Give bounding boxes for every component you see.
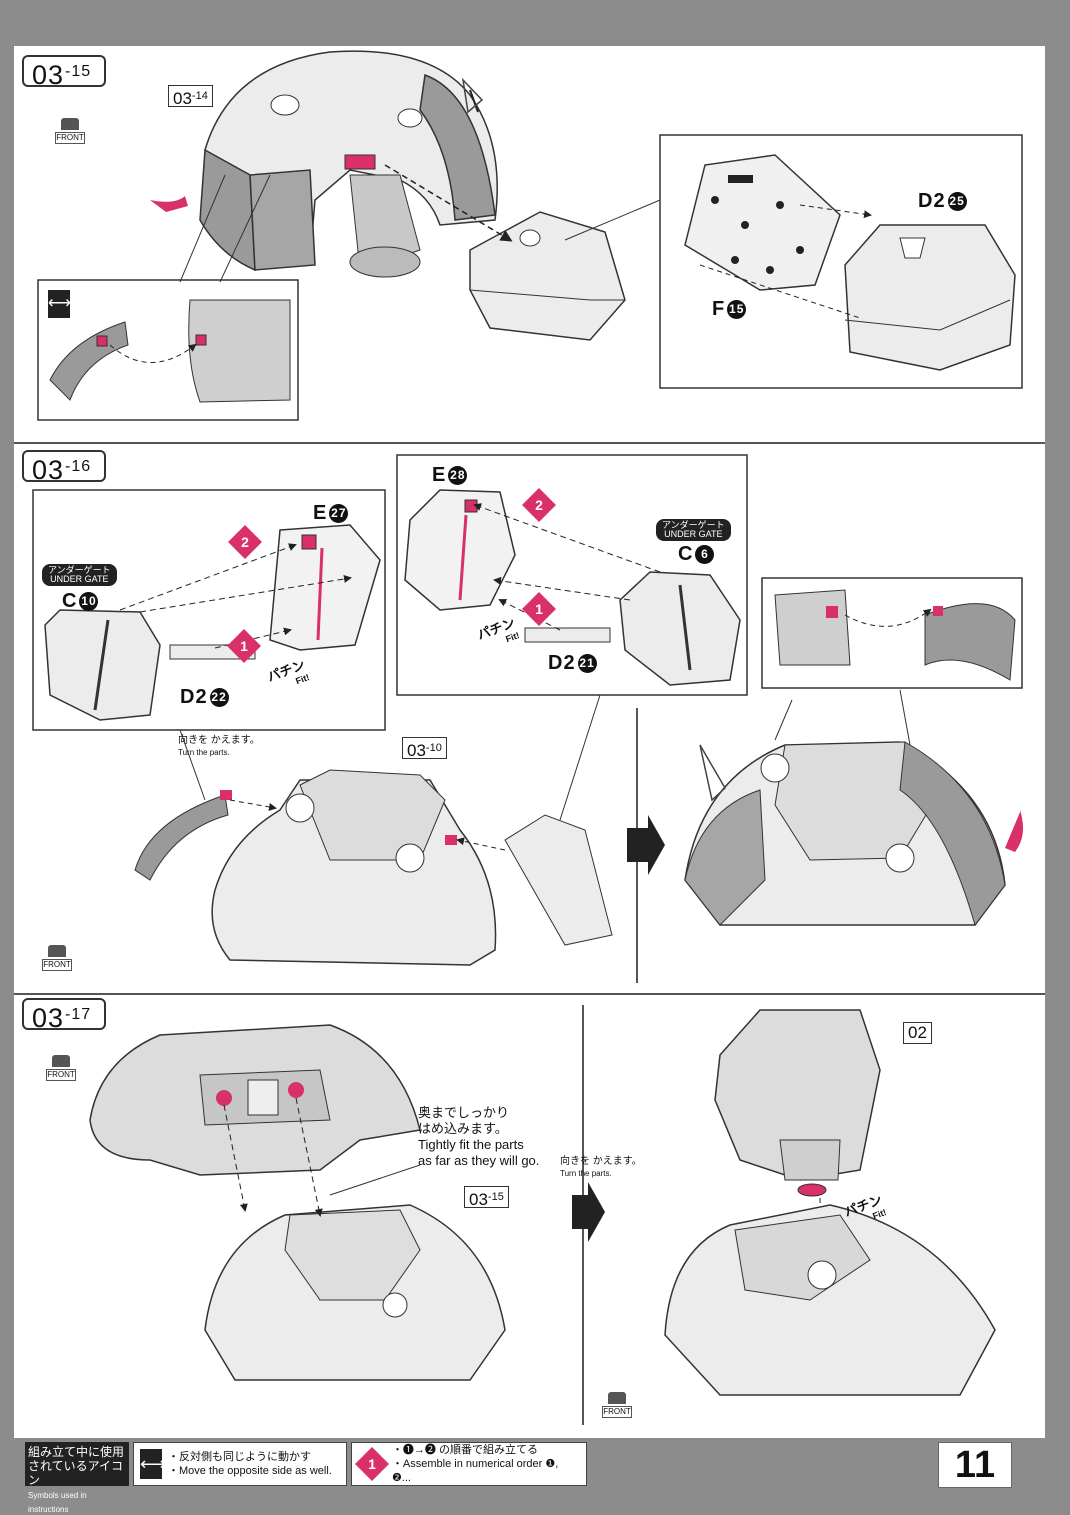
assembly-arrow <box>384 164 513 242</box>
legend-title: 組み立て中に使用 されているアイコン Symbols used in instr… <box>25 1442 129 1514</box>
order-badge-2: 2 <box>228 525 262 559</box>
assembly-arrow <box>223 1104 248 1212</box>
mirror-side-icon: ⟷ <box>140 1449 166 1479</box>
assembly-arrow <box>473 503 661 573</box>
head-unit-02 <box>714 1009 881 1197</box>
ref-tag-02: 02 <box>903 1022 932 1044</box>
front-icon: FRONT <box>602 1392 632 1426</box>
part-c10 <box>44 609 161 721</box>
dome-assembly-15 <box>199 50 498 278</box>
dome-lower-17 <box>204 1204 506 1381</box>
front-direction-icon <box>52 1055 70 1067</box>
ref-tag-03-14: 03-14 <box>168 85 213 108</box>
assembly-arrow <box>699 264 861 319</box>
legend-order: 1 ・❶→❷ の順番で組み立てる ・Assemble in numerical … <box>351 1442 587 1486</box>
assembly-arrow <box>109 343 197 363</box>
detail-side-armor <box>49 299 291 403</box>
mirror-side-icon: ⟷ <box>48 290 71 318</box>
detail-armor-result <box>774 589 1016 681</box>
callout-line <box>179 694 601 821</box>
order-badge-1: 1 <box>227 629 261 663</box>
part-c6 <box>619 571 741 686</box>
front-direction-icon <box>61 118 79 130</box>
callout-line <box>564 199 661 241</box>
assembly-arrow <box>456 837 506 851</box>
side-armor-right-16 <box>504 814 613 946</box>
assembly-arrow <box>119 543 297 611</box>
motion-arrow <box>461 77 484 114</box>
legend-mirror: ⟷ ・反対側も同じように動かす ・Move the opposite side … <box>133 1442 347 1486</box>
dome-upper-17 <box>89 1024 421 1176</box>
dome-result-16 <box>684 741 1006 927</box>
pink-motion-arrow <box>150 196 188 212</box>
next-step-arrow <box>572 1182 605 1242</box>
assembly-arrow <box>493 576 631 601</box>
assembly-arrow <box>139 575 352 613</box>
ref-tag-03-10: 03-10 <box>402 737 447 760</box>
callout-line <box>329 1164 421 1196</box>
motion-arrow <box>469 89 479 113</box>
dome-result-17 <box>664 1204 996 1396</box>
pink-motion-arrow <box>1005 810 1024 852</box>
icon-legend: 組み立て中に使用 されているアイコン Symbols used in instr… <box>25 1442 587 1514</box>
step-tag-03-15: 03-15 <box>22 55 106 90</box>
ref-tag-03-15: 03-15 <box>464 1186 509 1209</box>
section-divider <box>14 993 1045 995</box>
dome-assembly-16 <box>211 769 497 966</box>
section-divider <box>14 442 1045 444</box>
fit-instruction-note: 奥までしっかり はめ込みます。 Tightly fit the parts as… <box>418 1105 540 1168</box>
assembly-arrow <box>844 608 932 627</box>
order-badge-icon: 1 <box>355 1447 389 1481</box>
callout-line <box>774 689 911 746</box>
side-armor-left-16 <box>134 790 232 881</box>
next-step-arrow <box>627 815 665 875</box>
page-number: 11 <box>938 1442 1012 1488</box>
part-d2-21 <box>524 627 611 643</box>
order-badge-2: 2 <box>522 488 556 522</box>
front-icon: FRONT <box>46 1055 76 1089</box>
assembly-arrow <box>799 204 872 219</box>
callout-line <box>179 174 271 283</box>
turn-parts-note: 向きを かえます。Turn the parts. <box>560 1156 642 1178</box>
part-e27 <box>269 524 381 651</box>
motion-arrow <box>699 744 726 802</box>
front-icon: FRONT <box>55 118 85 152</box>
step-tag-03-17: 03-17 <box>22 998 106 1033</box>
chest-armor-part-15 <box>469 211 626 341</box>
step-tag-03-16: 03-16 <box>22 450 106 485</box>
front-direction-icon <box>48 945 66 957</box>
part-d2-25-armor <box>844 224 1016 371</box>
assembly-arrow <box>229 799 277 811</box>
turn-parts-note: 向きを かえます。Turn the parts. <box>178 735 260 757</box>
order-badge-1: 1 <box>522 592 556 626</box>
front-direction-icon <box>608 1392 626 1404</box>
front-icon: FRONT <box>42 945 72 979</box>
part-f15-frame <box>684 154 841 291</box>
